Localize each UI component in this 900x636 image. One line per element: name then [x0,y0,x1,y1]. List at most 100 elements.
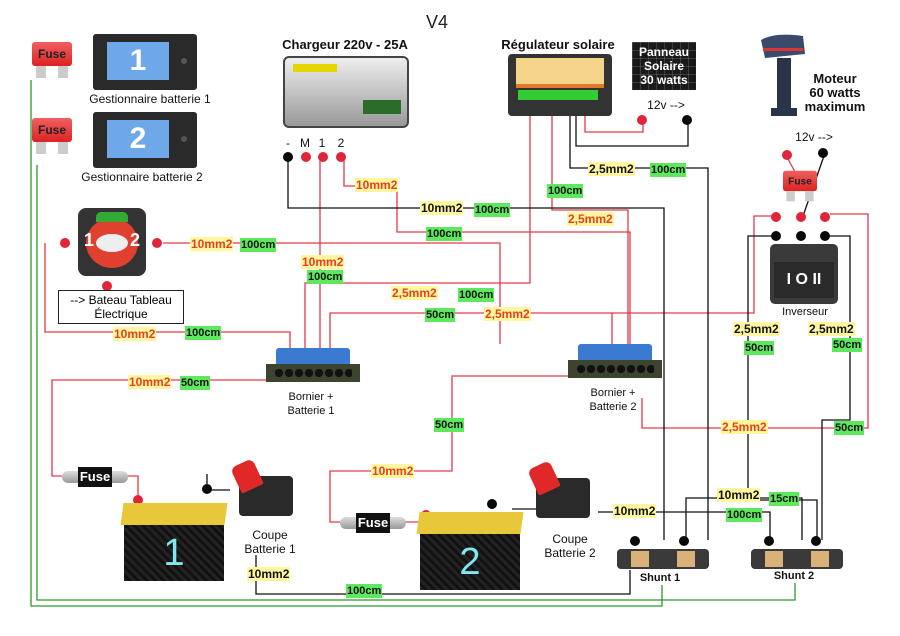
battery-manager-1-number: 1 [107,42,169,80]
battery-cutoff-1[interactable] [230,458,295,516]
solar-regulator-label: Régulateur solaire [501,37,615,52]
wire-length-label: 50cm [744,341,775,355]
inverter-switch[interactable]: I O II [770,244,838,304]
wire-size-label: 10mm2 [613,504,657,518]
wire-size-label: 2,5mm2 [721,420,768,434]
battery-2: 2 [416,512,524,590]
wire-b1-b2 [329,312,613,350]
solar-panel: Panneau Solaire 30 watts [632,42,696,90]
battery-2-negative [487,499,497,509]
wire-reg-neg-a [569,100,709,540]
fuse-label: Fuse [32,42,72,66]
wire-inv-right [821,235,851,540]
wire-length-label: 100cm [547,184,584,198]
shunt-1-term-a [630,536,640,546]
inverter-terminal-b3 [820,231,830,241]
electrical-panel-box: --> Bateau Tableau Électrique [58,290,184,324]
wire-size-label: 10mm2 [371,464,415,478]
wire-length-label: 100cm [346,584,383,598]
inverter-terminal-r2 [796,212,806,222]
charger-terminal-m [301,152,311,162]
wire-length-label: 100cm [650,163,687,177]
motor-fuse: Fuse [783,170,817,202]
charger-terminal-neg-label: - [286,136,290,150]
wire-reg-load [551,100,629,350]
wire-length-label: 50cm [834,421,865,435]
charger-terminal-neg [283,152,293,162]
solar-panel-positive [637,115,647,125]
wire-size-label: 2,5mm2 [588,162,635,176]
selector-terminal-common [102,281,112,291]
battery-selector-switch[interactable]: 1 2 [78,208,146,276]
charger-terminal-2 [336,152,346,162]
fuse-label: Fuse [783,170,817,192]
motor-positive [782,150,792,160]
wire-size-label: 10mm2 [190,237,234,251]
battery-manager-2-number: 2 [107,120,169,158]
wire-size-label: 2,5mm2 [484,307,531,321]
wire-length-label: 100cm [185,326,222,340]
battery-cutoff-2[interactable] [527,460,592,518]
wire-b2-motor [641,213,869,429]
wire-length-label: 100cm [307,270,344,284]
diagram-title: V4 [426,12,449,32]
wire-size-label: 10mm2 [355,178,399,192]
shunt-1-label: Shunt 1 [639,572,681,584]
battery-1-positive [133,495,143,505]
shunt-2-label: Shunt 2 [773,570,815,582]
wire-reg-batt [304,100,531,350]
blade-fuse-2: Fuse [32,118,72,154]
fuse-label: Fuse [32,118,72,142]
battery-manager-2: 2 [93,112,197,168]
battery-manager-2-label: Gestionnaire batterie 2 [81,170,203,184]
wire-length-label: 100cm [474,203,511,217]
wire-length-label: 100cm [458,288,495,302]
charger [283,56,409,128]
wire-length-label: 50cm [832,338,863,352]
wire-fuse-bat1 [126,475,139,498]
wire-length-label: 100cm [726,508,763,522]
wire-length-label: 50cm [425,308,456,322]
wire-size-label: 10mm2 [420,201,464,215]
inverter-terminal-r1 [771,212,781,222]
wire-reg-panel [584,100,644,133]
solar-panel-negative [682,115,692,125]
wire-length-label: 50cm [434,418,465,432]
motor-label: Moteur 60 watts maximum [804,71,866,114]
inverter-label: Inverseur [782,306,828,318]
charger-label: Chargeur 220v - 25A [282,37,408,52]
motor-negative [818,148,828,158]
inverter-terminal-b1 [771,231,781,241]
selector-terminal-1 [60,238,70,248]
shunt-1-term-b [679,536,689,546]
wire-size-label: 2,5mm2 [391,286,438,300]
wire-size-label: 2,5mm2 [808,322,855,336]
wire-size-label: 10mm2 [128,375,172,389]
battery-manager-1-label: Gestionnaire batterie 1 [89,92,211,106]
charger-terminal-m-label: M [300,136,310,150]
wire-size-label: 10mm2 [113,327,157,341]
solar-regulator [508,54,612,116]
wire-length-label: 100cm [240,238,277,252]
cutoff-1-label: Coupe Batterie 1 [244,528,296,556]
motor-voltage: 12v --> [795,130,833,144]
shunt-2-term-b [811,536,821,546]
sense-wire-1 [30,80,663,607]
inline-fuse-1: Fuse [62,467,128,487]
inverter-terminal-b2 [796,231,806,241]
charger-terminal-2-label: 2 [337,136,345,150]
wire-length-label: 15cm [769,492,800,506]
bornier-battery-2 [568,344,662,382]
battery-1: 1 [120,503,228,581]
charger-terminal-1-label: 1 [318,136,326,150]
shunt-2 [751,549,843,569]
charger-terminal-1 [318,152,328,162]
wire-b2-inv [612,215,772,314]
wire-reg-neg-b [575,100,689,147]
battery-1-negative [202,484,212,494]
wire-selector-1 [44,243,291,350]
wire-size-label: 2,5mm2 [733,322,780,336]
inline-fuse-2: Fuse [340,513,406,533]
bornier-1-label: Bornier + Batterie 1 [287,391,335,417]
outboard-motor-icon [761,34,805,116]
